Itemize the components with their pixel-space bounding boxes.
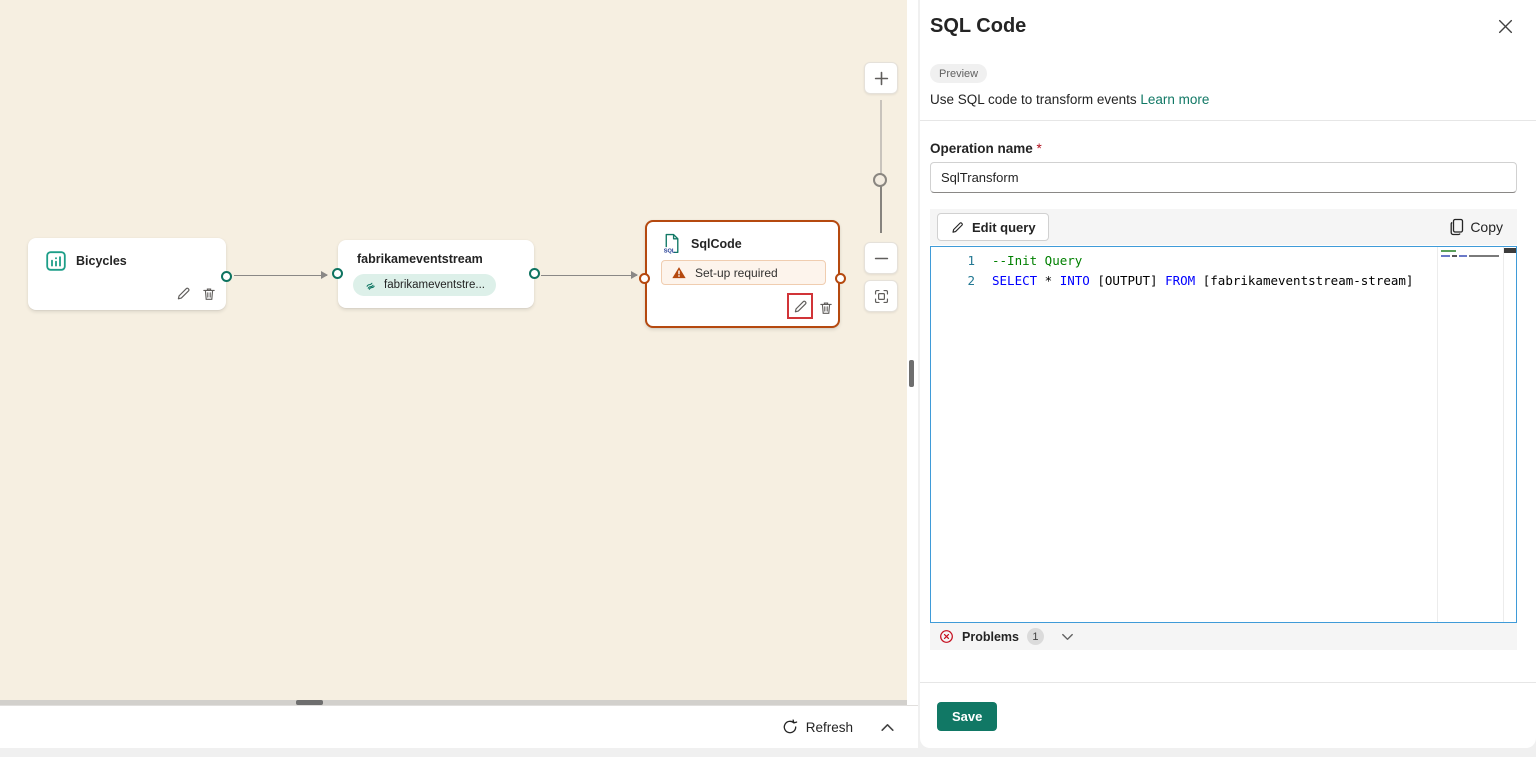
svg-text:SQL: SQL <box>664 248 676 254</box>
output-port[interactable] <box>835 273 846 284</box>
edge-bicycles-to-eventstream <box>234 271 328 279</box>
output-port[interactable] <box>529 268 540 279</box>
stream-badge-label: fabrikameventstre... <box>384 279 485 291</box>
eventstream-icon <box>364 278 378 292</box>
eventstream-canvas-card: Bicycles fabrikameventstream <box>0 0 918 748</box>
edge-arrowhead <box>631 271 638 279</box>
node-eventstream[interactable]: fabrikameventstream fabrikameventstre... <box>332 240 540 308</box>
panel-title: SQL Code <box>930 15 1027 37</box>
footer-divider <box>920 682 1536 683</box>
copy-label: Copy <box>1470 219 1503 235</box>
divider <box>920 120 1536 121</box>
setup-required-warning: Set-up required <box>661 260 826 285</box>
editor-scrollbar-thumb[interactable] <box>1504 248 1516 253</box>
panel-description: Use SQL code to transform events <box>930 92 1137 107</box>
required-marker: * <box>1036 141 1042 156</box>
vertical-scrollbar[interactable] <box>907 0 918 705</box>
input-port[interactable] <box>332 268 343 279</box>
warning-triangle-icon <box>672 266 686 279</box>
expand-panel-chevron-icon[interactable] <box>879 719 896 736</box>
refresh-button[interactable]: Refresh <box>782 719 853 735</box>
learn-more-link[interactable]: Learn more <box>1140 92 1210 107</box>
edge-eventstream-to-sqlcode <box>541 271 638 279</box>
bar-chart-icon <box>46 251 66 271</box>
stream-badge[interactable]: fabrikameventstre... <box>353 274 496 296</box>
flow-canvas[interactable]: Bicycles fabrikameventstream <box>0 0 907 705</box>
horizontal-scrollbar[interactable] <box>0 700 907 705</box>
zoom-slider-track-lower[interactable] <box>880 181 882 233</box>
edit-query-label: Edit query <box>972 219 1036 235</box>
data-preview-bar: Refresh <box>0 705 918 748</box>
editor-minimap[interactable] <box>1437 247 1503 622</box>
edit-node-highlight-box <box>787 293 813 319</box>
refresh-icon <box>782 719 798 735</box>
horizontal-scrollbar-thumb[interactable] <box>296 700 323 705</box>
fit-to-view-button[interactable] <box>864 280 898 312</box>
zoom-in-button[interactable] <box>864 62 898 94</box>
node-title: Bicycles <box>76 254 127 268</box>
error-circle-icon <box>939 629 954 644</box>
operation-name-label: Operation name <box>930 141 1033 156</box>
refresh-label: Refresh <box>805 719 853 735</box>
problems-bar[interactable]: Problems 1 <box>930 623 1517 650</box>
edit-node-icon[interactable] <box>792 298 809 315</box>
preview-badge: Preview <box>930 64 988 83</box>
vertical-scrollbar-thumb[interactable] <box>909 360 914 387</box>
edge-arrowhead <box>321 271 328 279</box>
sql-code-panel: SQL Code Preview Use SQL code to transfo… <box>920 0 1536 748</box>
editor-toolbar: Edit query Copy <box>930 209 1517 245</box>
output-port[interactable] <box>221 271 232 282</box>
save-button[interactable]: Save <box>937 702 998 731</box>
sql-document-icon: SQL <box>661 233 682 255</box>
editor-scrollbar[interactable] <box>1503 247 1516 622</box>
warning-label: Set-up required <box>695 265 778 280</box>
problems-label: Problems <box>962 629 1019 644</box>
code-line[interactable]: 1--Init Query <box>967 253 1083 268</box>
zoom-slider-track[interactable] <box>880 100 882 181</box>
delete-node-icon[interactable] <box>201 286 217 302</box>
pencil-icon <box>950 220 965 235</box>
problems-count-badge: 1 <box>1026 628 1044 645</box>
edit-node-icon[interactable] <box>175 285 192 302</box>
delete-node-icon[interactable] <box>818 300 834 316</box>
copy-button[interactable]: Copy <box>1449 214 1503 240</box>
edit-query-button[interactable]: Edit query <box>937 213 1049 241</box>
node-sqlcode[interactable]: SQL SqlCode Set-up required <box>639 220 846 328</box>
zoom-out-button[interactable] <box>864 242 898 274</box>
node-title: SqlCode <box>691 237 742 251</box>
copy-icon <box>1449 218 1465 236</box>
operation-name-input[interactable] <box>930 162 1517 193</box>
node-title: fabrikameventstream <box>357 252 483 266</box>
node-bicycles[interactable]: Bicycles <box>28 238 232 310</box>
chevron-down-icon[interactable] <box>1060 629 1075 644</box>
zoom-slider-handle[interactable] <box>873 173 887 187</box>
input-port[interactable] <box>639 273 650 284</box>
close-icon[interactable] <box>1497 18 1514 35</box>
